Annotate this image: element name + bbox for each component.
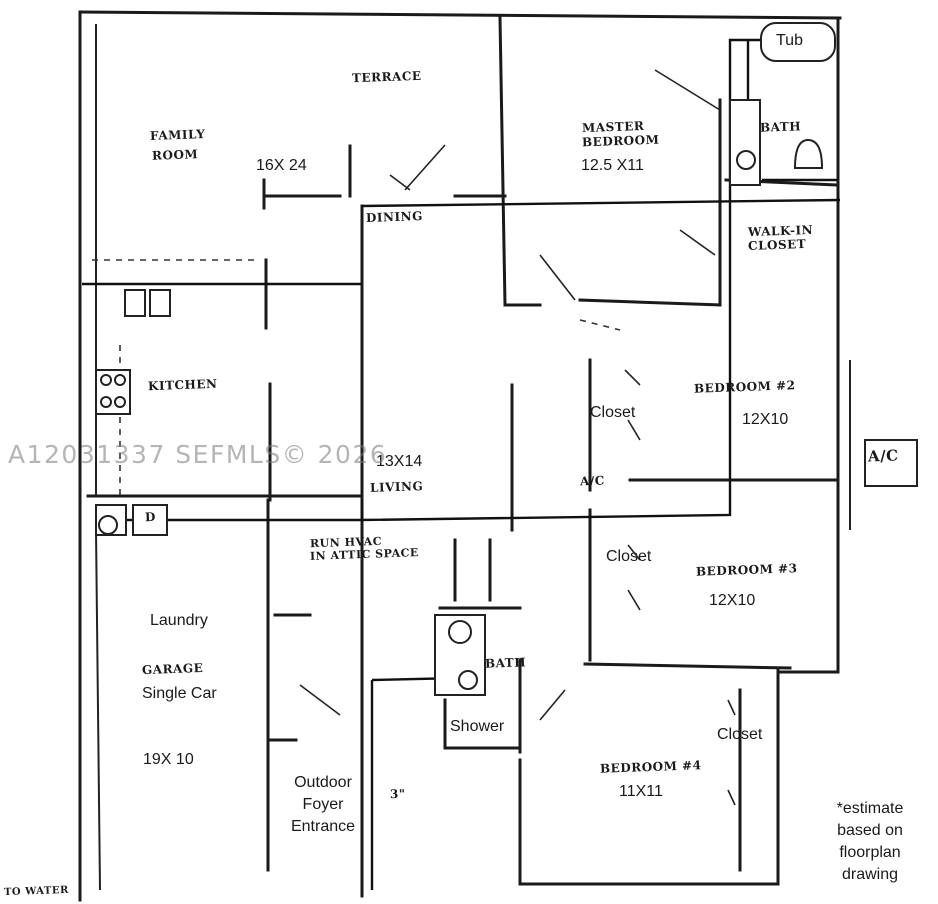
closet4-door-a — [727, 699, 736, 716]
closet3-label: Closet — [606, 548, 652, 565]
closet2-door-a — [624, 369, 641, 386]
ac-unit-box — [864, 439, 918, 487]
master-bedroom-label-2: BEDROOM — [581, 132, 660, 150]
garage-label: GARAGE — [141, 660, 204, 678]
closet4-label: Closet — [717, 726, 763, 743]
master-bath-label: BATH — [759, 119, 802, 135]
bedroom2-north-wall — [578, 298, 722, 307]
dryer-label: D — [144, 509, 157, 525]
kitchen-label: KITCHEN — [147, 376, 218, 394]
bedroom2-sketch — [579, 319, 621, 331]
burner-icon — [114, 374, 126, 386]
family-room-label-1: FAMILY — [149, 127, 206, 143]
master-toilet-icon — [736, 150, 756, 170]
bedroom4-size: 11X11 — [619, 783, 663, 800]
burner-icon — [100, 396, 112, 408]
garage-west-inner — [95, 529, 101, 891]
walkin-door — [679, 229, 716, 256]
foyer-door — [299, 684, 341, 716]
estimate-note-2: based on — [837, 822, 903, 839]
closet2-door-b — [627, 419, 641, 441]
shower-label: Shower — [450, 718, 505, 735]
master-sink-icon — [793, 138, 824, 169]
ac-label: A/C — [579, 473, 605, 489]
closet3-door-b — [627, 589, 641, 611]
living-label: LIVING — [369, 479, 424, 495]
estimate-note-3: floorplan — [839, 844, 901, 861]
master-bath-door — [654, 69, 721, 111]
dryer-icon — [132, 504, 168, 536]
doors — [299, 69, 736, 806]
burner-icon — [100, 374, 112, 386]
terrace-door-1 — [404, 144, 446, 191]
bedroom2-size: 12X10 — [742, 411, 789, 428]
closet3-door-a — [627, 544, 641, 561]
exterior-walls — [78, 10, 851, 902]
walk-in-label-2: CLOSET — [747, 236, 807, 254]
estimate-note-1: *estimate — [836, 800, 904, 817]
garage-type: Single Car — [142, 685, 217, 702]
hall-bath-label: BATH — [484, 655, 527, 671]
burner-icon — [114, 396, 126, 408]
toilet-icon — [448, 620, 472, 644]
family-room-label-2: ROOM — [151, 147, 199, 163]
fixtures — [95, 99, 824, 696]
foyer-label-3: Entrance — [290, 818, 356, 835]
tub-label: Tub — [776, 32, 803, 49]
estimate-note-4: drawing — [841, 866, 899, 883]
family-room-size: 16X 24 — [256, 157, 307, 174]
master-vanity-icon — [729, 99, 761, 186]
dining-master-pipe — [361, 198, 841, 208]
living-size: 13X14 — [376, 453, 423, 470]
sink-icon — [458, 670, 478, 690]
bedroom3-size: 12X10 — [709, 592, 756, 609]
laundry-label: Laundry — [150, 612, 208, 629]
master-west-wall — [498, 16, 507, 307]
tub-outline — [760, 22, 836, 62]
foyer-label-1: Outdoor — [294, 774, 352, 791]
kitchen-sink-icon-2 — [149, 289, 171, 317]
main-hvac-run — [360, 38, 760, 522]
bedroom4-door — [539, 689, 566, 721]
garage-size: 19X 10 — [143, 751, 194, 768]
dining-label: DINING — [365, 209, 424, 225]
water-heater-label: TO WATER — [3, 884, 69, 899]
kitchen-sink-icon — [124, 289, 146, 317]
foyer-label-2: Foyer — [302, 796, 344, 813]
dimension-3: 3" — [389, 786, 406, 802]
ac-unit-label: A/C — [867, 446, 899, 466]
north-wall — [78, 10, 842, 20]
mls-watermark: A12031337 SEFMLS© 2026 — [8, 440, 388, 469]
terrace-door-2 — [389, 174, 411, 191]
terrace-label: TERRACE — [351, 68, 422, 86]
closet2-label: Closet — [590, 404, 636, 421]
master-bedroom-size: 12.5 X11 — [581, 157, 644, 174]
master-door — [539, 254, 576, 301]
bedroom3-south-wall — [583, 662, 792, 670]
washer-drum-icon — [98, 515, 118, 535]
closet4-door-b — [727, 789, 736, 806]
